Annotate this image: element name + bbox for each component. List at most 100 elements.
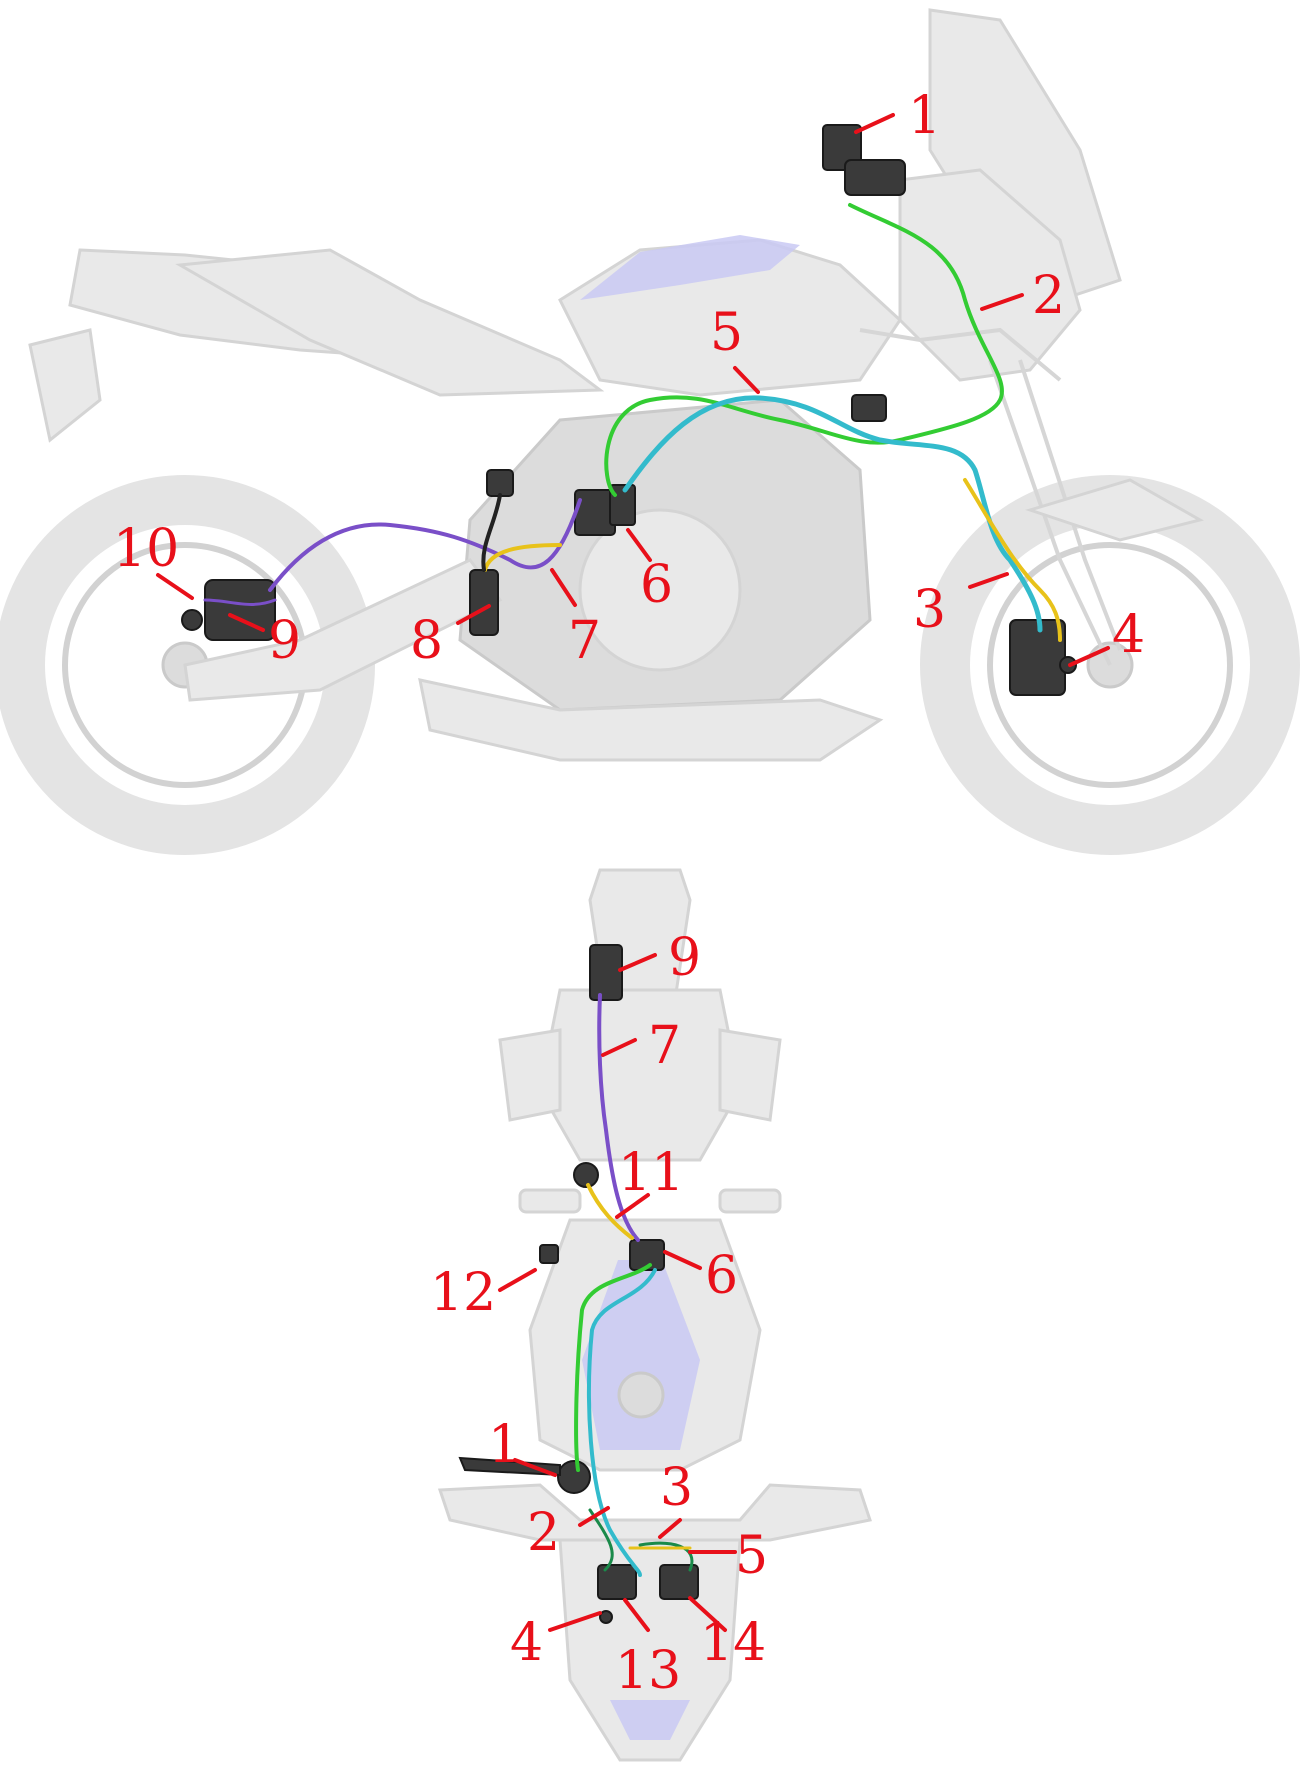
callout-side-8: 8 — [410, 611, 443, 671]
crash-bar — [859, 327, 1062, 382]
callout-side-3: 3 — [913, 580, 946, 640]
leader-side-9 — [228, 613, 265, 632]
leader-side-6 — [626, 528, 652, 562]
callout-top-3: 3 — [660, 1458, 693, 1518]
rear-abs-sensor — [181, 609, 203, 631]
hose-reservoir-to-master — [481, 493, 502, 572]
leader-top-12 — [498, 1268, 537, 1292]
leader-side-10 — [156, 573, 194, 600]
leader-top-1 — [513, 1458, 557, 1477]
leader-top-4 — [548, 1611, 602, 1632]
motorcycle-top-silhouette — [437, 868, 872, 1762]
top-left-front-caliper — [597, 1564, 637, 1600]
front-master-cylinder — [822, 124, 862, 171]
leader-top-2 — [578, 1506, 610, 1527]
callout-side-4: 4 — [1112, 605, 1145, 665]
exhaust — [418, 678, 884, 762]
hose-front-abs-sensor — [963, 478, 1062, 642]
callout-top-6: 6 — [705, 1246, 738, 1306]
callout-side-1: 1 — [908, 86, 941, 146]
front-fender — [1025, 478, 1204, 542]
leader-top-3 — [658, 1518, 682, 1539]
top-rear-brake-pedal — [539, 1244, 559, 1264]
leader-top-7 — [601, 1038, 637, 1057]
front-brake-caliper — [1009, 619, 1066, 696]
callout-top-2: 2 — [527, 1503, 560, 1563]
callout-top-4: 4 — [510, 1613, 543, 1673]
side-callouts: 1 2 3 4 5 6 7 8 9 10 — [113, 86, 1145, 671]
front-fairing — [898, 168, 1082, 382]
top-hose-abs-to-front-caliper — [587, 1268, 657, 1577]
front-fork-right — [1018, 359, 1122, 651]
callout-side-9: 9 — [268, 611, 301, 671]
callout-side-5: 5 — [710, 303, 743, 363]
rear-brake-caliper — [204, 579, 276, 641]
callout-side-2: 2 — [1032, 266, 1065, 326]
callout-side-7: 7 — [568, 611, 601, 671]
leader-side-4 — [1068, 646, 1110, 667]
top-right-front-caliper — [659, 1564, 699, 1600]
callout-top-11: 11 — [618, 1143, 684, 1203]
callout-top-5: 5 — [735, 1526, 768, 1586]
callout-top-7: 7 — [648, 1016, 681, 1076]
fuel-cap — [617, 1371, 665, 1419]
leader-top-14 — [688, 1596, 727, 1632]
callout-top-1: 1 — [488, 1415, 521, 1475]
swingarm — [183, 558, 503, 702]
hose-front-master-to-abs — [604, 203, 1004, 497]
front-rim — [987, 542, 1233, 788]
top-rear-caliper — [589, 944, 623, 1001]
top-abs-unit — [629, 1239, 665, 1271]
tank-accent — [580, 235, 800, 300]
top-front-master-cylinder — [557, 1460, 591, 1494]
leader-top-6 — [663, 1250, 702, 1270]
leader-side-2 — [980, 293, 1024, 311]
top-front-abs-sensor — [599, 1610, 613, 1624]
engine-cover — [578, 508, 742, 672]
callout-side-10: 10 — [113, 519, 179, 579]
right-footpeg — [718, 1188, 782, 1214]
rear-master-cylinder — [469, 569, 499, 636]
leader-top-9 — [618, 953, 657, 972]
hose-abs-to-rear-caliper — [268, 498, 582, 592]
leader-top-13 — [623, 1598, 650, 1632]
leader-side-5 — [733, 366, 760, 394]
top-hose-front-master-to-abs — [574, 1263, 652, 1472]
top-hose-abs-to-rear-caliper — [597, 993, 640, 1242]
callout-side-6: 6 — [640, 555, 673, 615]
top-rear-reservoir — [573, 1162, 599, 1188]
leader-side-7 — [550, 568, 577, 607]
seat-top — [538, 988, 742, 1162]
leader-top-11 — [615, 1193, 650, 1219]
side-abs-sensor-mount — [851, 394, 887, 422]
motorcycle-side-silhouette — [0, 8, 1300, 855]
callout-top-12: 12 — [430, 1263, 496, 1323]
rear-fender — [28, 328, 102, 443]
top-callouts: 9 7 11 6 12 1 3 2 5 4 13 14 — [430, 928, 768, 1701]
callout-top-9: 9 — [668, 928, 701, 988]
left-footpeg — [518, 1188, 582, 1214]
front-brake-lever-mount — [844, 159, 906, 196]
top-components — [458, 944, 699, 1624]
hose-rear-caliper-stub — [203, 598, 277, 606]
leader-side-3 — [968, 572, 1009, 589]
top-view: 9 7 11 6 12 1 3 2 5 4 13 14 — [430, 868, 872, 1762]
right-pannier-frame — [718, 1028, 782, 1122]
hose-rear-master-to-abs — [483, 543, 562, 572]
callout-top-14: 14 — [700, 1613, 766, 1673]
side-view: 1 2 3 4 5 6 7 8 9 10 — [0, 8, 1300, 855]
leader-side-1 — [854, 113, 895, 134]
front-fairing-accent — [610, 1700, 690, 1740]
hose-abs-to-front-caliper — [622, 395, 1043, 633]
leader-side-8 — [456, 604, 491, 625]
handlebar — [437, 1483, 872, 1542]
top-hose-rear-master — [586, 1183, 634, 1240]
seat — [175, 248, 605, 397]
callout-top-13: 13 — [615, 1641, 681, 1701]
rear-reservoir — [486, 469, 514, 497]
front-fork — [988, 359, 1112, 666]
windscreen — [928, 8, 1122, 302]
left-pannier-frame — [498, 1028, 562, 1122]
side-hoses — [203, 203, 1062, 642]
